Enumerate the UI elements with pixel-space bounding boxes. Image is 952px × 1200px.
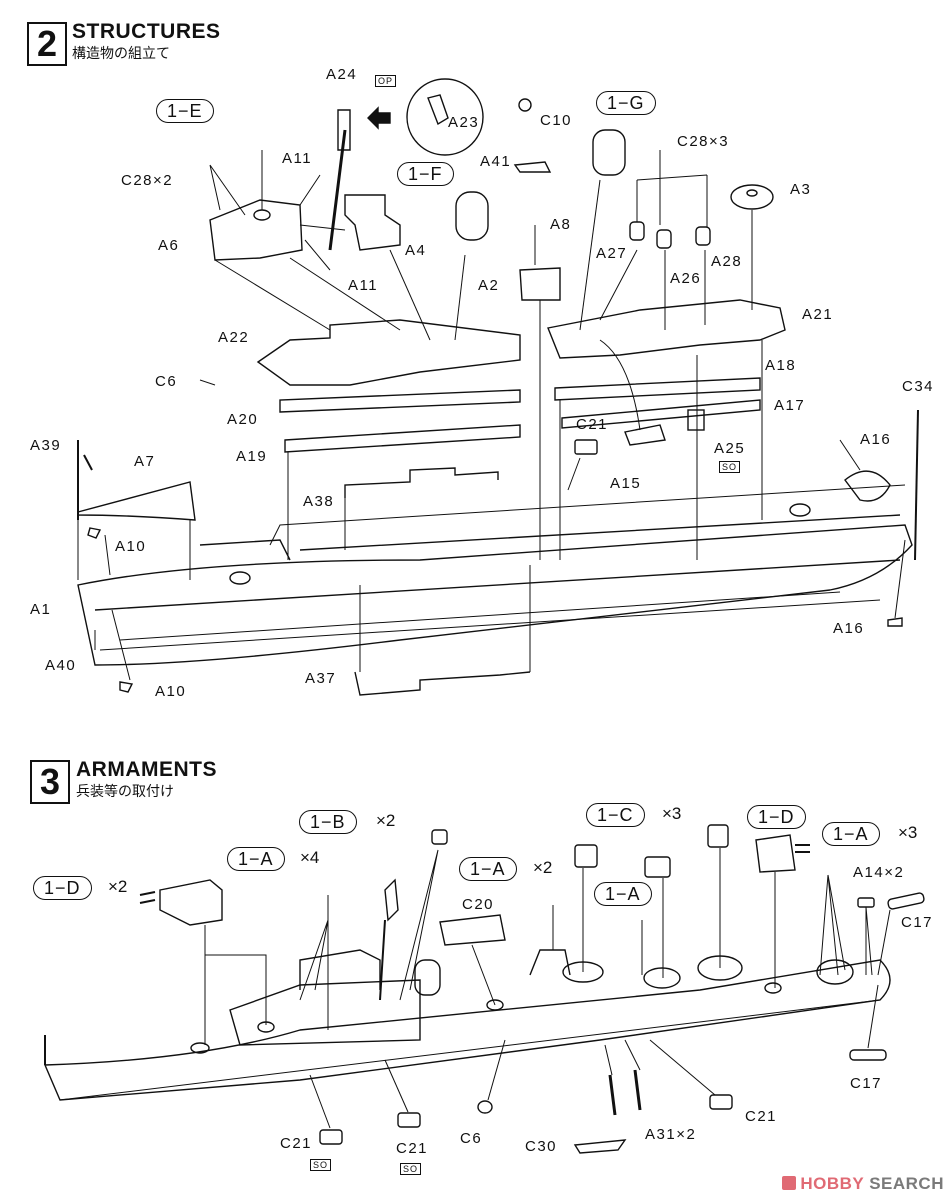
part-label: A23 (448, 114, 480, 131)
part-label: A11 (348, 277, 379, 294)
a25-marking-badge: SO (719, 461, 741, 473)
part-label: C28×2 (121, 172, 174, 189)
part-label: A14×2 (853, 864, 905, 881)
part-label: A4 (405, 242, 427, 259)
hull-step2 (77, 470, 913, 666)
part-label: C17 (850, 1075, 883, 1092)
part-label: A11 (282, 150, 313, 167)
part-label: A8 (550, 216, 572, 233)
part-label: C28×3 (677, 133, 730, 150)
part-label: C10 (540, 112, 573, 129)
part-label: A20 (227, 411, 259, 428)
part-label: A18 (765, 357, 797, 374)
step-3-subtitle: 兵装等の取付け (76, 783, 174, 799)
step-3-title: ARMAMENTS (76, 758, 217, 781)
part-label: A41 (480, 153, 512, 170)
part-label: C6 (155, 373, 178, 390)
step-2-subtitle: 構造物の組立て (72, 45, 170, 61)
callout-qty: ×3 (662, 804, 682, 823)
part-label: A39 (30, 437, 62, 454)
callout-ref: 1−A (459, 857, 517, 881)
part-label: A3 (790, 181, 812, 198)
watermark-part1: HOBBY (800, 1174, 864, 1193)
hull-step3 (43, 878, 891, 1101)
part-label: C21 (396, 1140, 429, 1157)
optional-badge: OP (375, 75, 397, 87)
part-label: A17 (774, 397, 806, 414)
callout-qty: ×4 (300, 848, 320, 867)
part-label: A24 (326, 66, 358, 83)
watermark: HOBBY SEARCH (782, 1174, 944, 1194)
part-label: C21 (280, 1135, 313, 1152)
part-label: A19 (236, 448, 268, 465)
part-label: A10 (155, 683, 187, 700)
part-label: C21 (576, 416, 609, 433)
part-label: C6 (460, 1130, 483, 1147)
callout-ref: 1−A (227, 847, 285, 871)
part-label: A7 (134, 453, 156, 470)
watermark-part2: SEARCH (869, 1174, 944, 1193)
callout-ref: 1−C (586, 803, 645, 827)
callout-ref: 1−B (299, 810, 357, 834)
part-label: A6 (158, 237, 180, 254)
part-label: A28 (711, 253, 743, 270)
part-label: A22 (218, 329, 250, 346)
part-label: A16 (833, 620, 865, 637)
step-3-number: 3 (30, 760, 70, 804)
part-label: C21 (745, 1108, 778, 1125)
part-label: A31×2 (645, 1126, 697, 1143)
step-2-title: STRUCTURES (72, 20, 221, 43)
callout-ref: 1−A (822, 822, 880, 846)
subassembly-ref-1e: 1−E (156, 99, 214, 123)
part-label: A1 (30, 601, 52, 618)
callout-ref: 1−D (747, 805, 806, 829)
part-label: C17 (901, 914, 934, 931)
part-label: A37 (305, 670, 337, 687)
callout-qty: ×2 (533, 858, 553, 877)
part-label: A27 (596, 245, 628, 262)
part-label: C20 (462, 896, 495, 913)
part-label: C34 (902, 378, 935, 395)
callout-ref: 1−D (33, 876, 92, 900)
part-label: A2 (478, 277, 500, 294)
hobby-search-logo-icon (782, 1176, 797, 1190)
part-label: A16 (860, 431, 892, 448)
part-label: C30 (525, 1138, 558, 1155)
callout-qty: ×2 (376, 811, 396, 830)
callout-qty: ×2 (108, 877, 128, 896)
part-label: A26 (670, 270, 702, 287)
part-label: A38 (303, 493, 335, 510)
part-label: A40 (45, 657, 77, 674)
part-label: A10 (115, 538, 147, 555)
part-label: A25 (714, 440, 746, 457)
subassembly-ref-1f: 1−F (397, 162, 454, 186)
step-2-number: 2 (27, 22, 67, 66)
callout-ref: 1−A (594, 882, 652, 906)
part-label: A21 (802, 306, 834, 323)
part-label: A15 (610, 475, 642, 492)
c21-marking-badge: SO (310, 1159, 332, 1171)
subassembly-ref-1g: 1−G (596, 91, 656, 115)
c21-marking-badge: SO (400, 1163, 422, 1175)
callout-qty: ×3 (898, 823, 918, 842)
